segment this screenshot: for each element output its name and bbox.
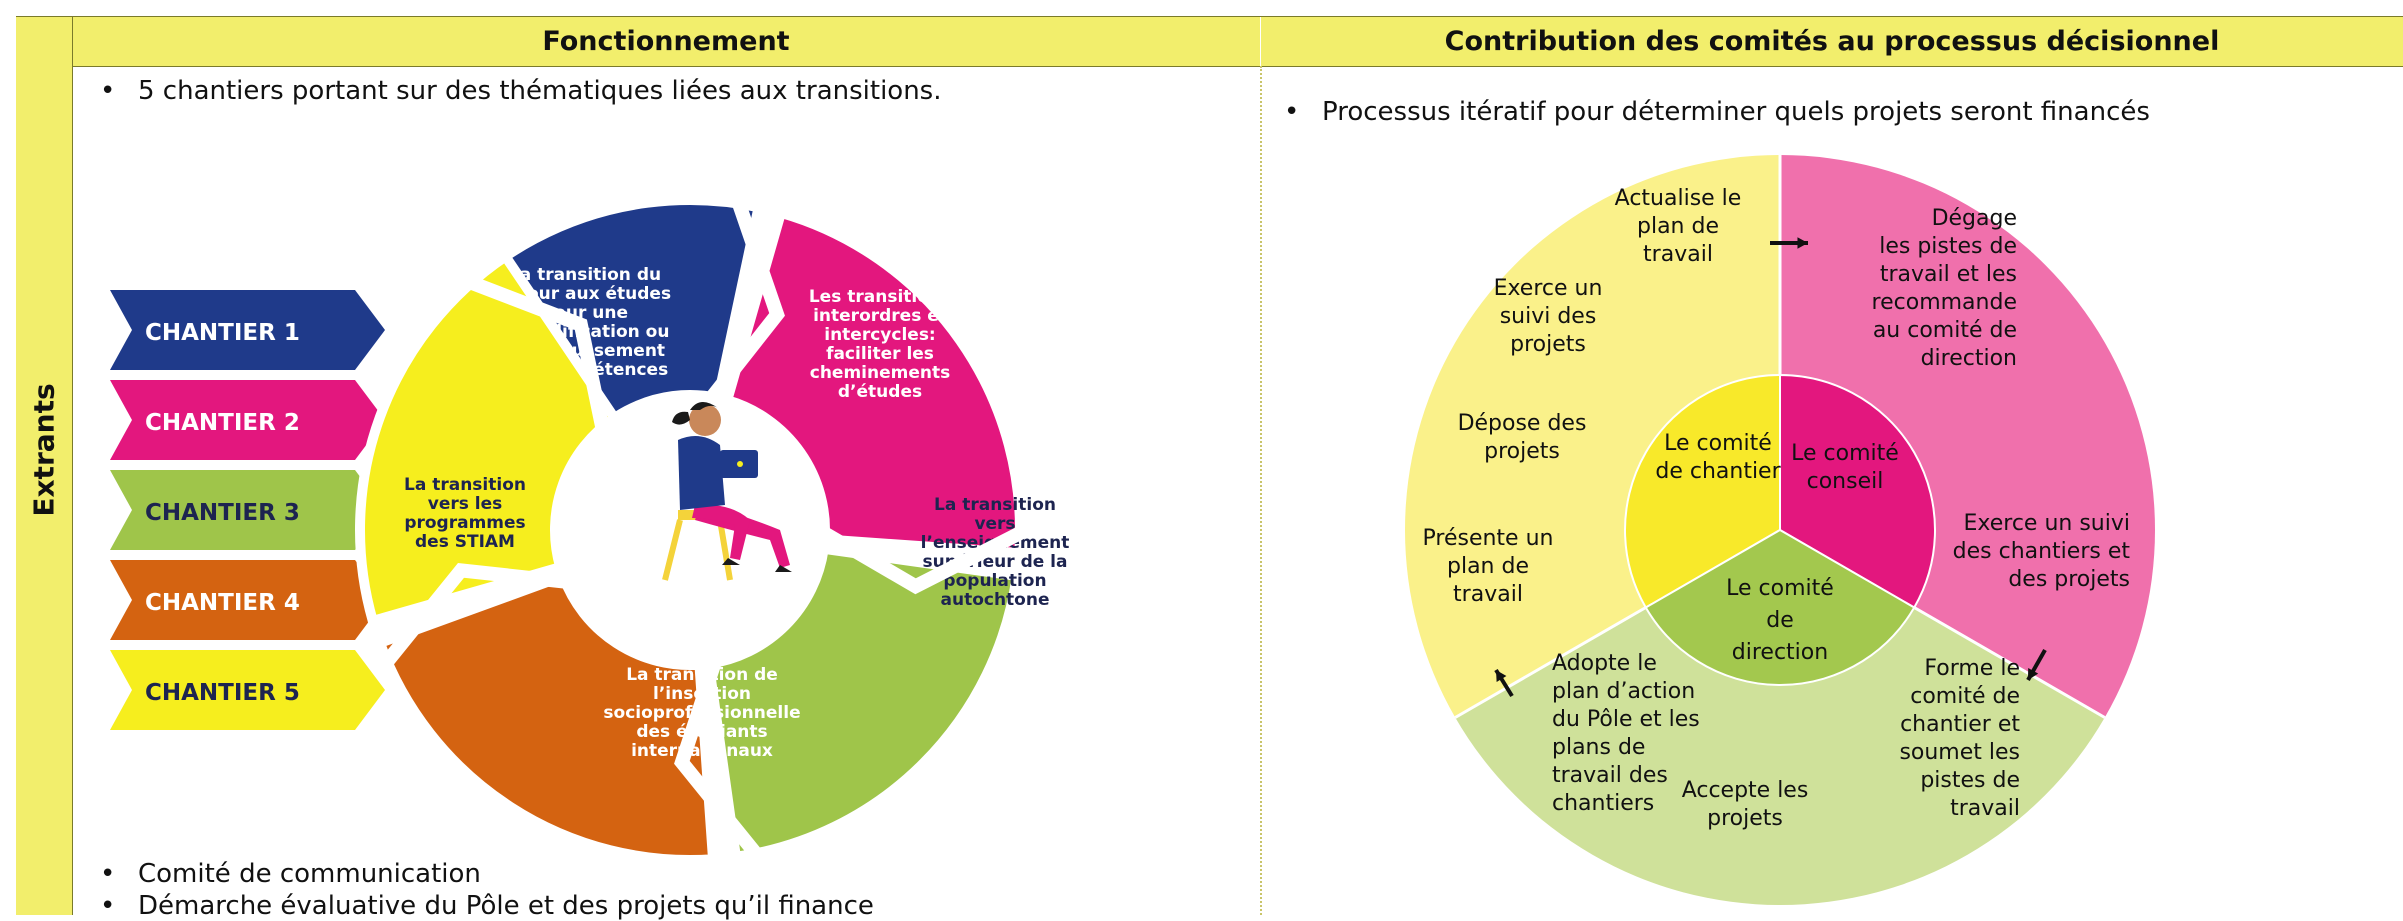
sector-divider bbox=[1454, 606, 1647, 719]
cycle-segment bbox=[703, 543, 1022, 862]
inner-sector-conseil bbox=[1779, 373, 1936, 609]
table-top-border bbox=[16, 16, 2403, 17]
cycle-notch bbox=[674, 653, 766, 864]
cycle-segment bbox=[722, 207, 1025, 559]
inner-sector-chantier bbox=[1624, 373, 1781, 609]
cycle-notch bbox=[815, 523, 1030, 595]
chantier-arrow bbox=[110, 650, 385, 730]
chantier-label: CHANTIER 4 bbox=[145, 590, 300, 616]
bullet-chantiers: 5 chantiers portant sur des thématiques … bbox=[100, 76, 941, 106]
cycle-segment bbox=[374, 571, 719, 865]
column-divider bbox=[1260, 66, 1262, 915]
bullet-comite-communication: Comité de communication bbox=[100, 859, 481, 889]
table-left-border bbox=[72, 16, 73, 915]
chantier-arrow bbox=[110, 560, 385, 640]
cycle-notch bbox=[377, 563, 573, 672]
arrow-to-conseil-head bbox=[1797, 237, 1808, 249]
arrow-to-chantier-head bbox=[1496, 670, 1507, 682]
header-contribution: Contribution des comités au processus dé… bbox=[1261, 16, 2403, 67]
inner-sector-direction bbox=[1644, 528, 1916, 686]
arrow-to-direction-head bbox=[2028, 668, 2039, 680]
chantier-arrow bbox=[110, 380, 385, 460]
chantier-label: CHANTIER 3 bbox=[145, 500, 300, 526]
sector-divider bbox=[1913, 606, 2106, 719]
extrants-label: Extrants bbox=[27, 383, 61, 517]
chantier-arrow bbox=[110, 470, 385, 550]
chantier-label: CHANTIER 5 bbox=[145, 680, 300, 706]
cycle-notch bbox=[462, 273, 611, 436]
person-with-laptop-illustration bbox=[662, 401, 792, 581]
chantier-label: CHANTIER 1 bbox=[145, 320, 300, 346]
bullet-processus: Processus itératif pour déterminer quels… bbox=[1284, 97, 2150, 127]
extrants-sidebar bbox=[16, 16, 72, 915]
transitions-diagram: CHANTIER 1 CHANTIER 2 CHANTIER 3 CHANTIER 4… bbox=[110, 194, 1069, 865]
chantier-label: CHANTIER 2 bbox=[145, 410, 300, 436]
header-fonctionnement: Fonctionnement bbox=[72, 16, 1260, 67]
cycle-notch bbox=[702, 194, 785, 407]
chantier-arrow bbox=[110, 290, 385, 370]
